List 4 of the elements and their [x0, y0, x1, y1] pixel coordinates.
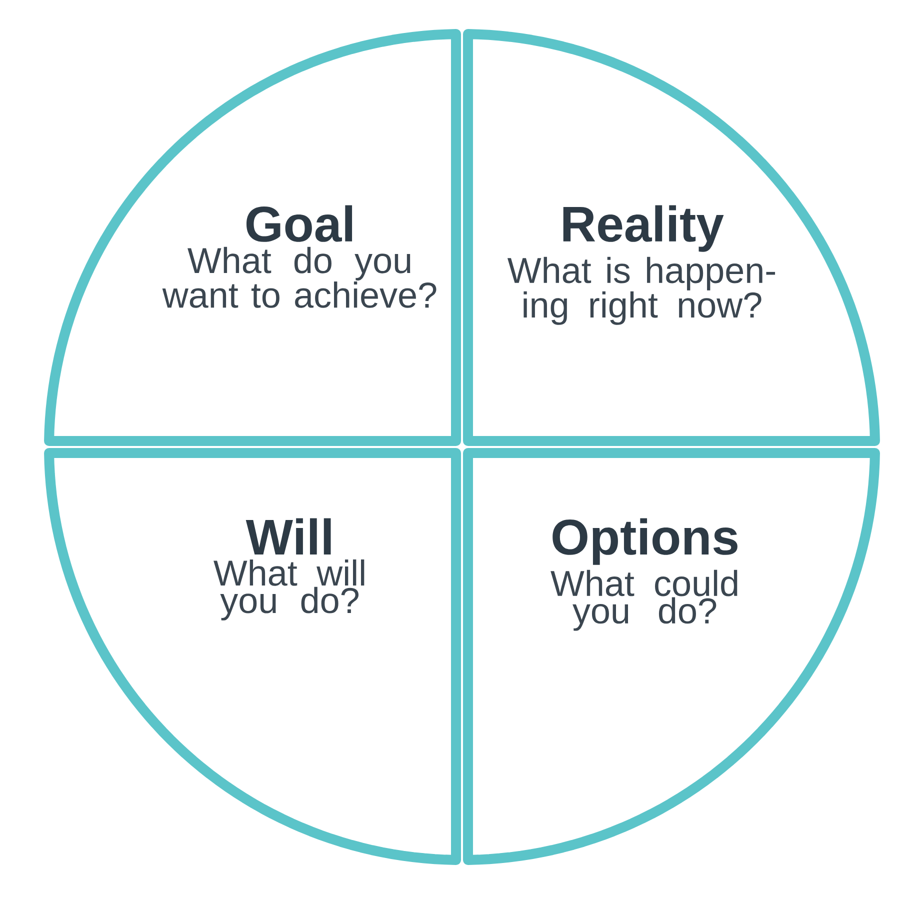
quadrant: Goal What do you want to achieve?: [44, 29, 461, 446]
quadrant: Reality What is happen-ing right now?: [463, 29, 880, 446]
quadrant: Options What could you do?: [463, 448, 880, 865]
quadrant: Will What will you do?: [44, 448, 461, 865]
